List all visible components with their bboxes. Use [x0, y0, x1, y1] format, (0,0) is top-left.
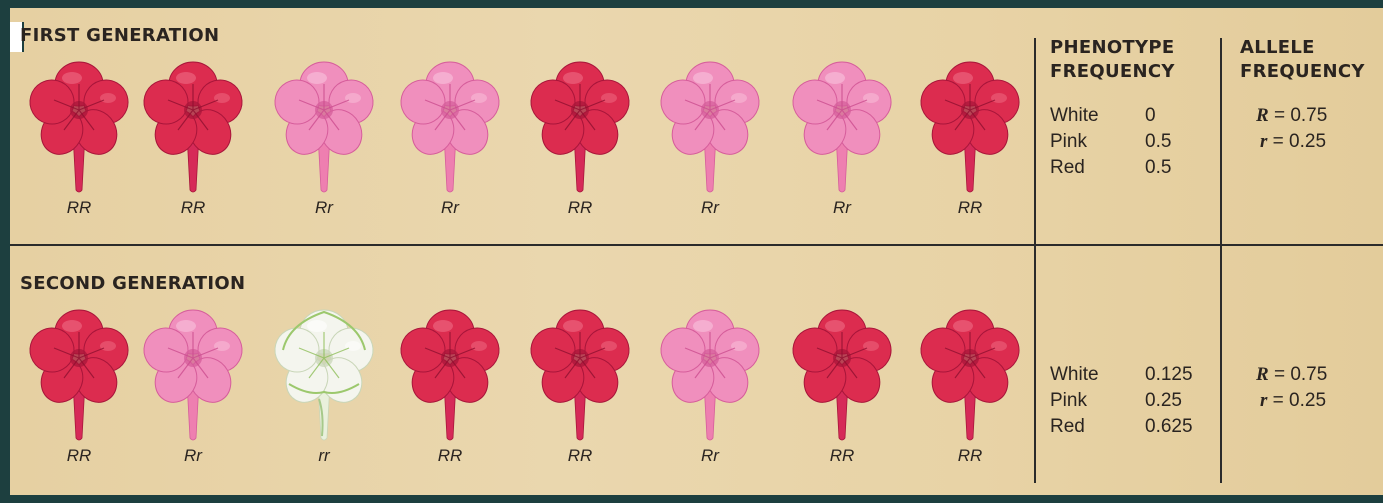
allele-value: = 0.25	[1267, 390, 1326, 411]
flower-cell: RR	[525, 304, 635, 464]
allele-row: r = 0.25	[1256, 129, 1327, 155]
flower-cell: RR	[24, 56, 134, 216]
allele-value: = 0.25	[1267, 131, 1326, 152]
first-generation-title: FIRST GENERATION	[20, 24, 219, 48]
genotype-label: Rr	[395, 198, 505, 218]
red-flower-icon	[915, 304, 1025, 444]
second-generation-title: SECOND GENERATION	[20, 272, 245, 296]
phenotype-value: 0.5	[1145, 155, 1171, 181]
phenotype-label: Red	[1050, 414, 1145, 440]
allele-symbol: R	[1256, 105, 1269, 126]
first-allele-table: R = 0.75 r = 0.25	[1256, 103, 1327, 155]
phenotype-label: Pink	[1050, 388, 1145, 414]
flower-cell: Rr	[655, 304, 765, 464]
genotype-label: rr	[269, 446, 379, 466]
flower-cell: RR	[138, 56, 248, 216]
allele-frequency-header: ALLELE FREQUENCY	[1240, 36, 1365, 84]
phenotype-row-red: Red0.625	[1050, 414, 1193, 440]
red-flower-icon	[915, 56, 1025, 196]
allele-symbol: R	[1256, 364, 1269, 385]
flower-cell: RR	[915, 304, 1025, 464]
pink-flower-icon	[655, 304, 765, 444]
genotype-label: Rr	[269, 198, 379, 218]
allele-symbol: r	[1256, 390, 1267, 411]
flower-cell: Rr	[138, 304, 248, 464]
flower-cell: RR	[24, 304, 134, 464]
textbook-page: FIRST GENERATION SECOND GENERATION PHENO…	[10, 8, 1383, 495]
genotype-label: RR	[915, 446, 1025, 466]
first-generation-flowers: RR RR Rr Rr RR Rr Rr RR	[10, 56, 1020, 256]
genotype-label: RR	[395, 446, 505, 466]
genotype-label: Rr	[138, 446, 248, 466]
flower-cell: Rr	[269, 56, 379, 216]
genotype-label: Rr	[655, 446, 765, 466]
red-flower-icon	[395, 304, 505, 444]
phenotype-value: 0.125	[1145, 362, 1193, 388]
phenotype-value: 0.5	[1145, 129, 1171, 155]
red-flower-icon	[525, 56, 635, 196]
allele-row: r = 0.25	[1256, 388, 1327, 414]
flower-cell: RR	[395, 304, 505, 464]
flower-cell: RR	[915, 56, 1025, 216]
pink-flower-icon	[395, 56, 505, 196]
white-flower-icon	[269, 304, 379, 444]
second-generation-flowers: RR Rr rr RR RR Rr RR RR	[10, 304, 1020, 495]
genotype-label: RR	[24, 198, 134, 218]
genotype-label: RR	[915, 198, 1025, 218]
genotype-label: RR	[525, 446, 635, 466]
genotype-label: RR	[138, 198, 248, 218]
phenotype-label: Pink	[1050, 129, 1145, 155]
phenotype-row-pink: Pink0.5	[1050, 129, 1171, 155]
pink-flower-icon	[655, 56, 765, 196]
red-flower-icon	[24, 304, 134, 444]
table-divider-right	[1220, 38, 1222, 483]
flower-cell: Rr	[395, 56, 505, 216]
phenotype-value: 0.625	[1145, 414, 1193, 440]
allele-value: = 0.75	[1269, 105, 1328, 126]
phenotype-value: 0.25	[1145, 388, 1182, 414]
flower-cell: Rr	[655, 56, 765, 216]
genotype-label: RR	[24, 446, 134, 466]
phenotype-label: White	[1050, 362, 1145, 388]
second-phenotype-table: White0.125 Pink0.25 Red0.625	[1050, 362, 1193, 440]
genotype-label: Rr	[655, 198, 765, 218]
genotype-label: Rr	[787, 198, 897, 218]
allele-symbol: r	[1256, 131, 1267, 152]
pink-flower-icon	[269, 56, 379, 196]
red-flower-icon	[138, 56, 248, 196]
phenotype-row-red: Red0.5	[1050, 155, 1171, 181]
allele-row: R = 0.75	[1256, 362, 1327, 388]
phenotype-row-white: White0	[1050, 103, 1171, 129]
second-allele-table: R = 0.75 r = 0.25	[1256, 362, 1327, 414]
first-phenotype-table: White0 Pink0.5 Red0.5	[1050, 103, 1171, 181]
phenotype-frequency-header: PHENOTYPE FREQUENCY	[1050, 36, 1175, 84]
flower-cell: rr	[269, 304, 379, 464]
phenotype-row-pink: Pink0.25	[1050, 388, 1193, 414]
phenotype-label: Red	[1050, 155, 1145, 181]
phenotype-value: 0	[1145, 103, 1156, 129]
phenotype-label: White	[1050, 103, 1145, 129]
red-flower-icon	[24, 56, 134, 196]
red-flower-icon	[525, 304, 635, 444]
red-flower-icon	[787, 304, 897, 444]
genotype-label: RR	[525, 198, 635, 218]
genotype-label: RR	[787, 446, 897, 466]
allele-row: R = 0.75	[1256, 103, 1327, 129]
phenotype-row-white: White0.125	[1050, 362, 1193, 388]
pink-flower-icon	[787, 56, 897, 196]
flower-cell: RR	[525, 56, 635, 216]
flower-cell: RR	[787, 304, 897, 464]
pink-flower-icon	[138, 304, 248, 444]
allele-value: = 0.75	[1269, 364, 1328, 385]
table-divider-left	[1034, 38, 1036, 483]
flower-cell: Rr	[787, 56, 897, 216]
